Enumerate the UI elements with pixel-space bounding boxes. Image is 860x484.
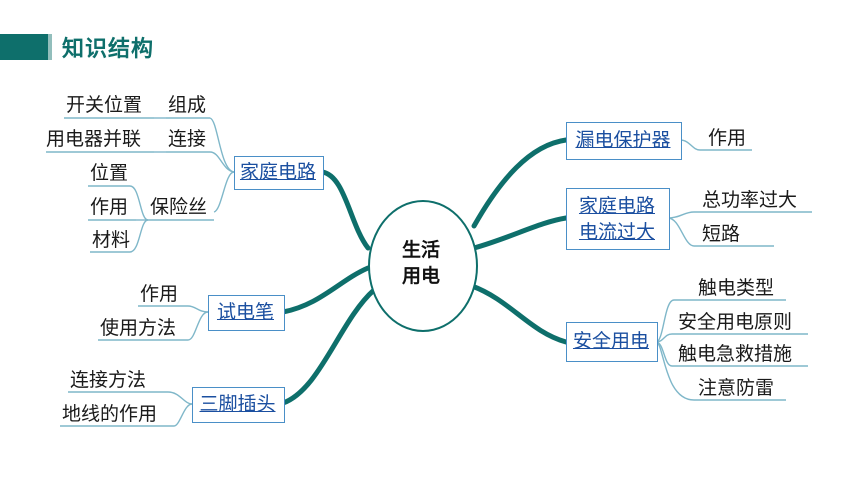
overcurrent-box [566,188,670,250]
safety-item: 安全用电原则 [678,311,793,333]
link-fuse [213,171,235,213]
link-tester [280,265,371,315]
plug-item: 连接方法 [70,369,147,391]
fuse-item: 作用 [90,196,129,218]
tester-item: 使用方法 [100,317,177,339]
link-overcurrent [471,215,569,251]
safety-label[interactable]: 安全用电 [572,330,649,352]
overcurrent-label-line2[interactable]: 电流过大 [578,221,655,243]
tester-box [208,295,285,331]
center-label-line2: 用电 [401,265,440,287]
leakage-box [566,122,682,160]
home-circuit-box [234,156,324,190]
safety-box [566,322,658,362]
leakage-label[interactable]: 漏电保护器 [575,129,671,151]
page-title: 知识结构 [62,37,155,62]
center-node [368,200,478,332]
leakage-item: 作用 [708,127,747,149]
zucheng-label: 组成 [168,94,207,116]
safety-item: 注意防雷 [698,377,775,399]
fuse-item: 材料 [92,229,131,251]
link-safety [469,283,569,345]
plug-label[interactable]: 三脚插头 [199,393,276,415]
plug-box [192,387,285,423]
overcurrent-item: 短路 [702,223,741,245]
switch-position-label: 开关位置 [66,94,143,116]
overcurrent-label-line1[interactable]: 家庭电路 [578,195,655,217]
link-plug [280,287,377,406]
title-accent-bar [0,34,52,60]
center-label: 生活 用电 [368,237,474,289]
link-zucheng [209,117,235,173]
fuse-label: 保险丝 [150,196,208,218]
link-lianjie [209,151,235,173]
home-circuit-label[interactable]: 家庭电路 [239,161,316,183]
parallel-appliances-label: 用电器并联 [46,128,142,150]
tester-label[interactable]: 试电笔 [216,301,274,323]
link-leakage [471,137,569,229]
plug-item: 地线的作用 [62,403,158,425]
fuse-item: 位置 [90,162,129,184]
center-label-line1: 生活 [401,239,440,261]
safety-item: 触电类型 [698,277,775,299]
safety-item: 触电急救措施 [678,343,793,365]
link-home-circuit [319,169,371,251]
lianjie-label: 连接 [168,128,207,150]
overcurrent-item: 总功率过大 [702,189,798,211]
tester-item: 作用 [140,283,179,305]
